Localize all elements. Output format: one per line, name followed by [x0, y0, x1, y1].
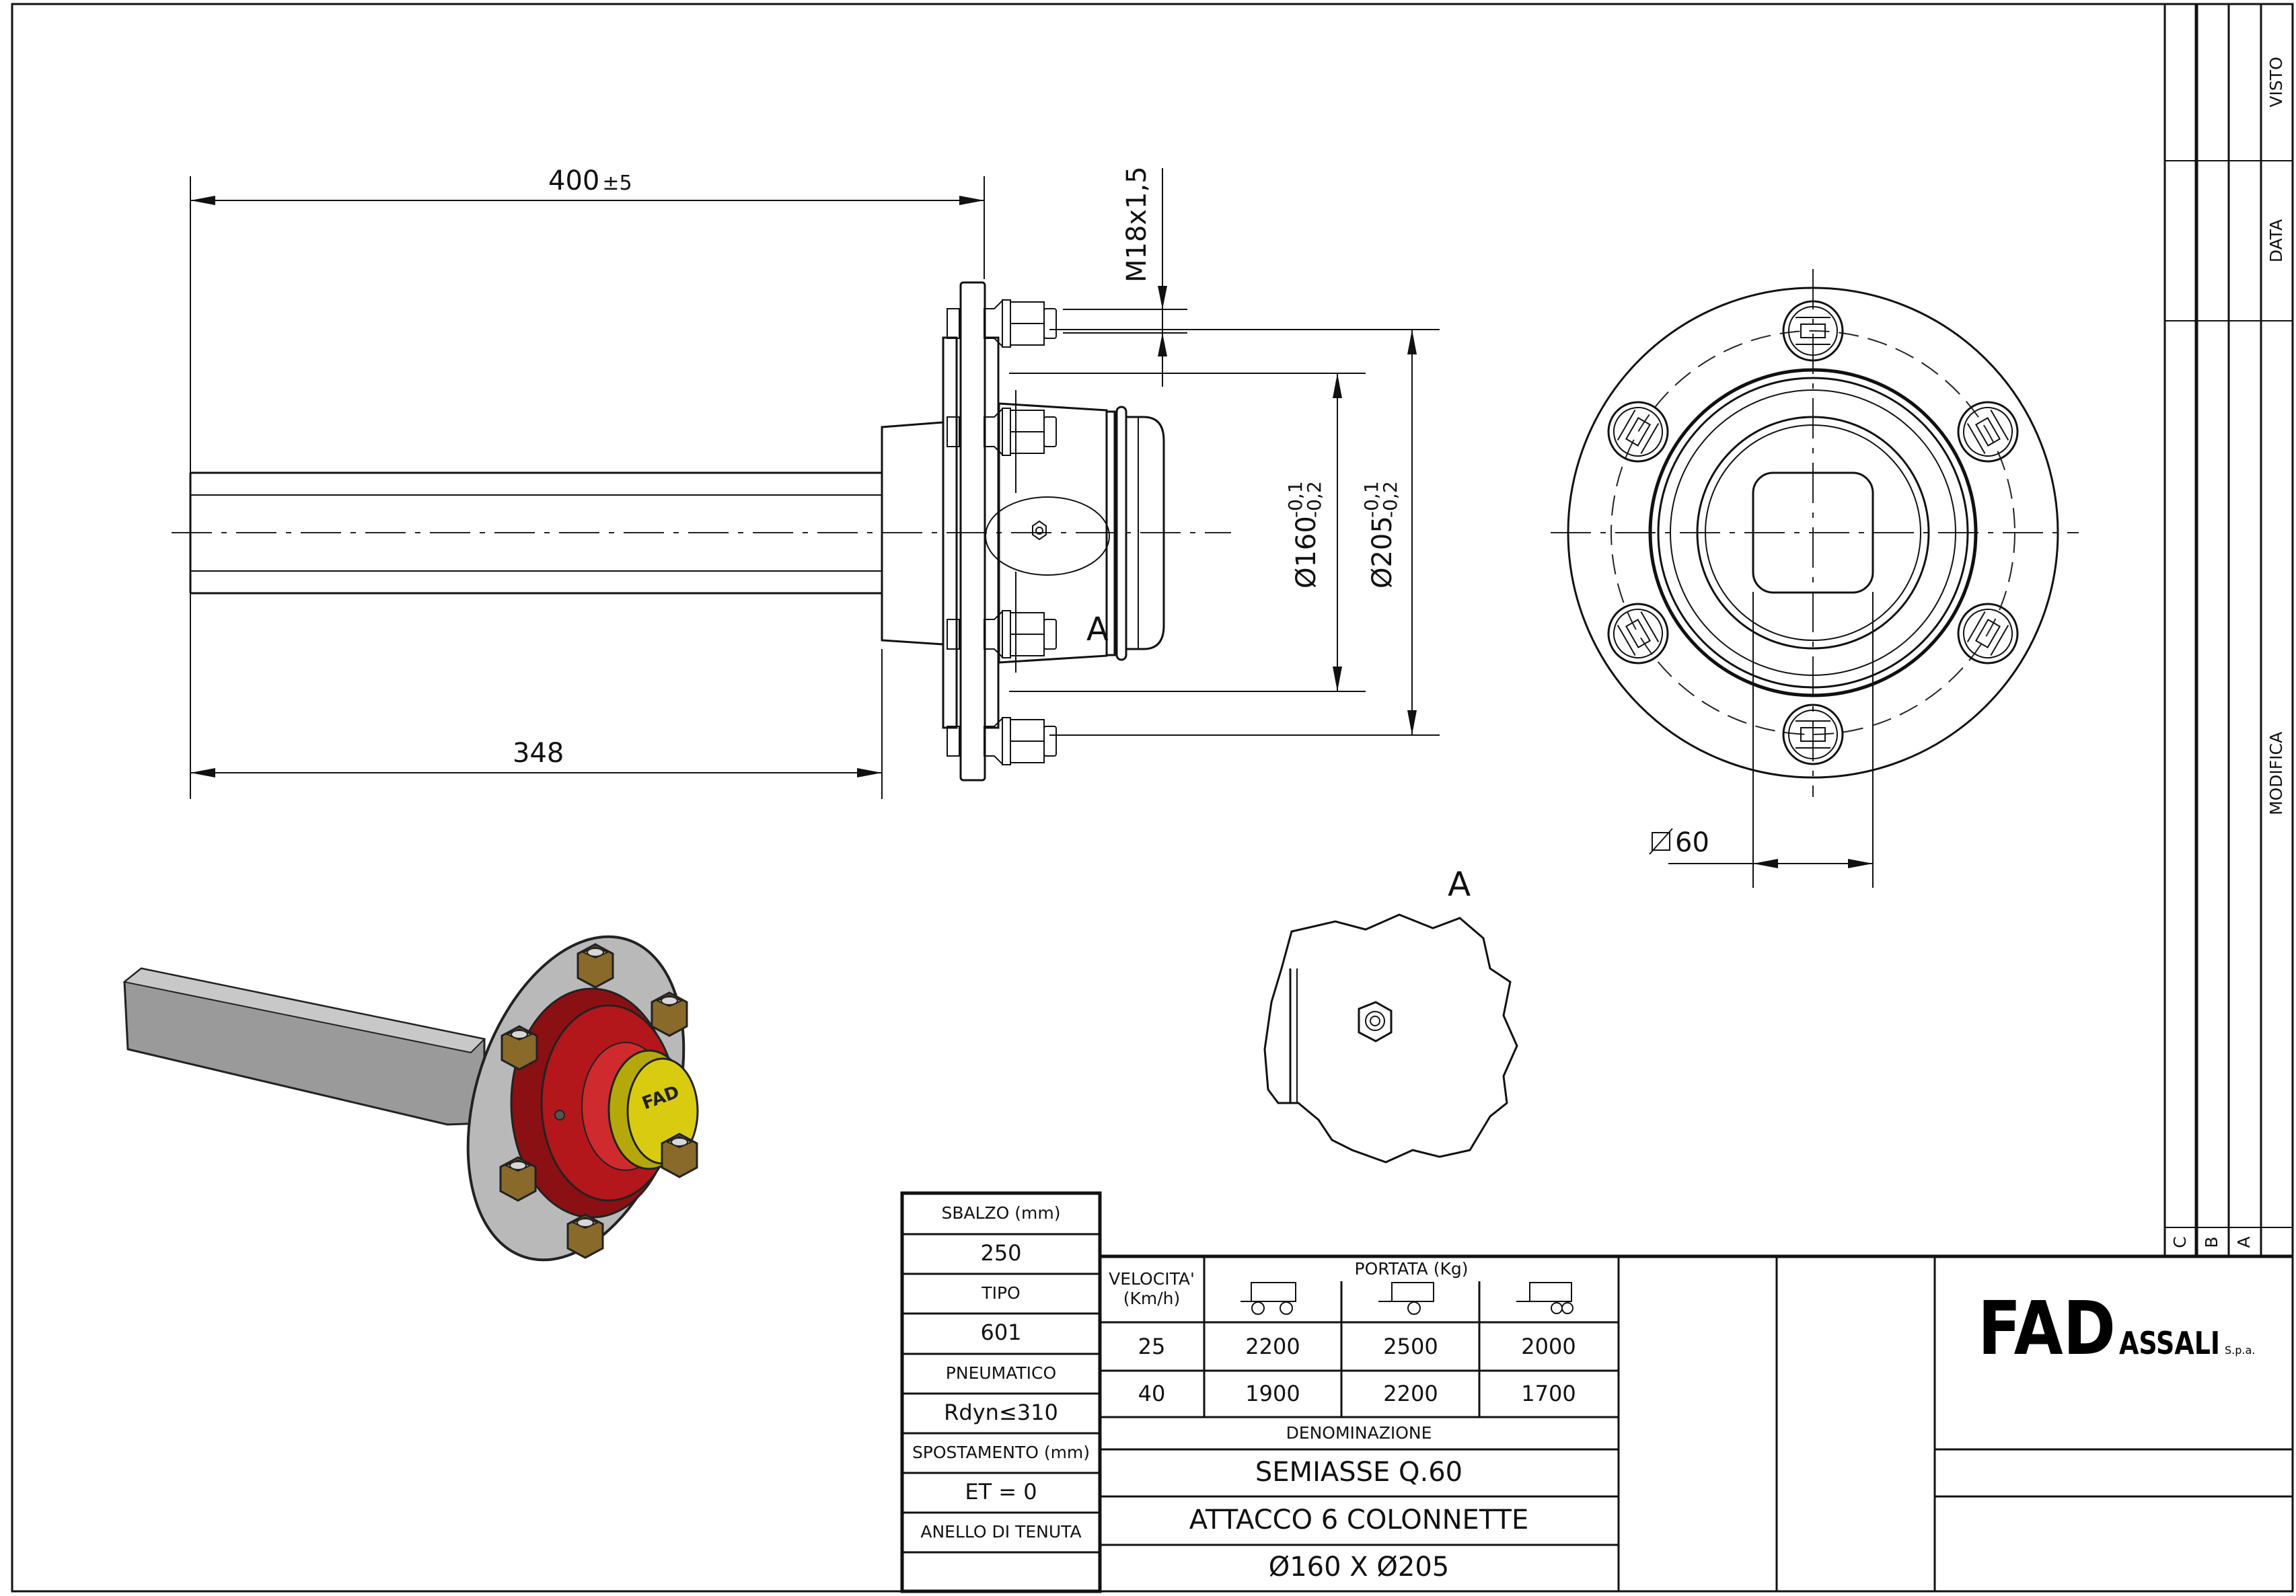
spec-value-spostamento: ET = 0: [965, 1479, 1037, 1505]
load-table-speed-header: VELOCITA': [1109, 1269, 1195, 1289]
revision-header-visto: VISTO: [2266, 56, 2286, 107]
side-view: A: [172, 281, 1231, 782]
dimension-flange-tolerance-lower: -0,2: [1379, 481, 1401, 518]
dimension-square-section: 60: [1675, 827, 1709, 858]
revision-letter-c: C: [2170, 1236, 2190, 1248]
load-row-value: 2200: [1383, 1381, 1438, 1406]
denomination-line-3: Ø160 X Ø205: [1269, 1552, 1450, 1583]
side-view-dimensions: 400±5 348 M18x1,5 Ø160 -0,1 -0,2 Ø205 -0…: [190, 165, 1440, 799]
load-row-value: 2200: [1245, 1334, 1300, 1359]
dimension-overhang: 348: [513, 738, 564, 769]
single-axle-trailer-icon: [1378, 1282, 1434, 1315]
detail-marker-a: A: [1086, 611, 1109, 648]
load-row-value: 2500: [1383, 1334, 1438, 1359]
load-row-speed: 40: [1138, 1381, 1166, 1406]
company-logo: FAD ASSALI S.p.a.: [1978, 1285, 2255, 1371]
dimension-flange-tolerance-upper: -0,1: [1360, 481, 1382, 518]
load-table-speed-unit: (Km/h): [1123, 1289, 1181, 1308]
dimension-pilot-tolerance-upper: -0,1: [1284, 481, 1306, 518]
spec-label-pneumatico: PNEUMATICO: [946, 1363, 1056, 1383]
spec-value-sbalzo: 250: [980, 1240, 1021, 1266]
sheet-border: [11, 3, 2294, 1593]
spec-label-anello: ANELLO DI TENUTA: [920, 1522, 1081, 1542]
spec-value-tipo: 601: [980, 1320, 1021, 1345]
load-table-load-header: PORTATA (Kg): [1355, 1259, 1469, 1279]
detail-view-a: A: [1263, 865, 1518, 1164]
spec-label-spostamento: SPOSTAMENTO (mm): [912, 1443, 1090, 1462]
revision-header-data: DATA: [2266, 219, 2286, 262]
spec-label-sbalzo: SBALZO (mm): [941, 1203, 1060, 1223]
svg-text:FAD: FAD: [1978, 1285, 2116, 1371]
svg-text:S.p.a.: S.p.a.: [2225, 1344, 2255, 1357]
load-row-value: 1700: [1521, 1381, 1576, 1406]
revision-header-modifica: MODIFICA: [2266, 732, 2286, 815]
front-view: 60: [1551, 269, 2079, 888]
load-row-value: 1900: [1245, 1381, 1300, 1406]
revision-strip: VISTO DATA MODIFICA C B A: [2163, 4, 2293, 1256]
tandem-axle-trailer-icon: [1516, 1282, 1573, 1314]
spec-value-pneumatico: Rdyn≤310: [944, 1400, 1058, 1425]
dimension-overall-length: 400±5: [548, 165, 632, 196]
title-block: SBALZO (mm) 250 TIPO 601 PNEUMATICO Rdyn…: [900, 1191, 2293, 1593]
svg-text:ASSALI: ASSALI: [2119, 1325, 2220, 1361]
axle-3d-render: FAD: [122, 935, 699, 1262]
dimension-thread: M18x1,5: [1121, 166, 1152, 282]
load-row-speed: 25: [1138, 1334, 1166, 1359]
denomination-header: DENOMINAZIONE: [1286, 1423, 1432, 1443]
spec-label-tipo: TIPO: [981, 1283, 1020, 1303]
denomination-line-1: SEMIASSE Q.60: [1255, 1457, 1462, 1488]
dimension-flange-diameter: Ø205: [1367, 516, 1398, 588]
revision-letter-a: A: [2234, 1236, 2254, 1248]
two-axle-trailer-icon: [1240, 1282, 1296, 1315]
load-row-value: 2000: [1521, 1334, 1576, 1359]
revision-letter-b: B: [2202, 1236, 2221, 1248]
denomination-line-2: ATTACCO 6 COLONNETTE: [1189, 1505, 1529, 1535]
detail-title: A: [1448, 865, 1471, 904]
square-section-symbol-icon: [1649, 828, 1673, 855]
dimension-pilot-tolerance-lower: -0,2: [1303, 481, 1325, 518]
dimension-pilot-diameter: Ø160: [1291, 516, 1322, 588]
